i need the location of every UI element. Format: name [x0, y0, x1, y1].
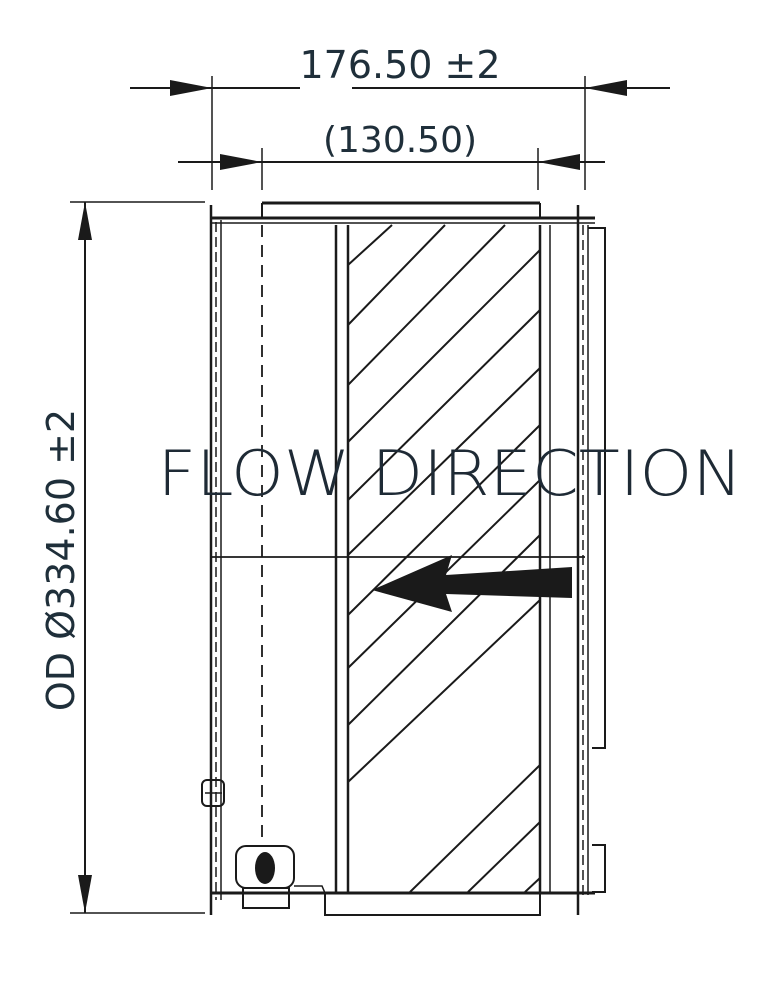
drain-fitting: [235, 845, 326, 909]
filter-body: [201, 201, 606, 916]
media-hatching: [347, 224, 541, 893]
flow-direction-annotation: FLOW DIRECTION: [158, 437, 743, 612]
outer-diameter-dimension: OD Ø334.60 ±2: [39, 201, 205, 914]
arrow-right-icon: [220, 154, 262, 170]
arrow-up-icon: [78, 202, 92, 240]
arrow-left-icon: [538, 154, 580, 170]
arrow-left-icon: [585, 80, 627, 96]
outer-diameter-label: OD Ø334.60 ±2: [39, 409, 83, 711]
arrow-down-icon: [78, 875, 92, 913]
arrow-right-icon: [170, 80, 212, 96]
flow-arrow-left-icon: [372, 555, 572, 612]
overall-width-label: 176.50 ±2: [299, 43, 500, 87]
flow-direction-label: FLOW DIRECTION: [158, 437, 743, 510]
overall-width-dimension: 176.50 ±2: [130, 43, 670, 190]
reference-width-label: (130.50): [323, 120, 477, 161]
reference-width-dimension: (130.50): [178, 120, 605, 190]
